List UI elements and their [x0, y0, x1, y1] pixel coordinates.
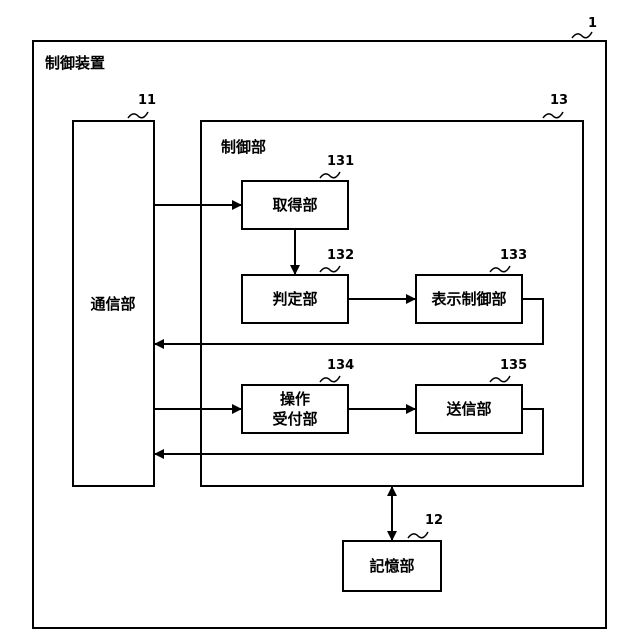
ref-control: 13 [550, 93, 568, 108]
ref-operation: 134 [327, 358, 354, 373]
control-device-label: 制御装置 [45, 54, 105, 72]
operation-reception-unit-label-line1: 操作 [280, 390, 310, 408]
operation-reception-unit-label-line2: 受付部 [272, 410, 317, 428]
communication-unit-label: 通信部 [90, 295, 135, 313]
sending-unit-label: 送信部 [445, 400, 491, 418]
ref-leader-device [572, 32, 592, 38]
storage-unit-label: 記憶部 [369, 557, 414, 575]
ref-send: 135 [500, 358, 527, 373]
ref-storage: 12 [425, 513, 443, 528]
display-control-unit-label: 表示制御部 [431, 290, 506, 308]
ref-display: 133 [500, 248, 527, 263]
ref-judge: 132 [327, 248, 354, 263]
ref-comm: 11 [138, 93, 156, 108]
control-unit-label: 制御部 [221, 138, 266, 156]
ref-acquire: 131 [327, 154, 354, 169]
acquisition-unit-label: 取得部 [272, 196, 317, 214]
ref-device: 1 [588, 16, 597, 31]
judgment-unit-label: 判定部 [272, 290, 317, 308]
